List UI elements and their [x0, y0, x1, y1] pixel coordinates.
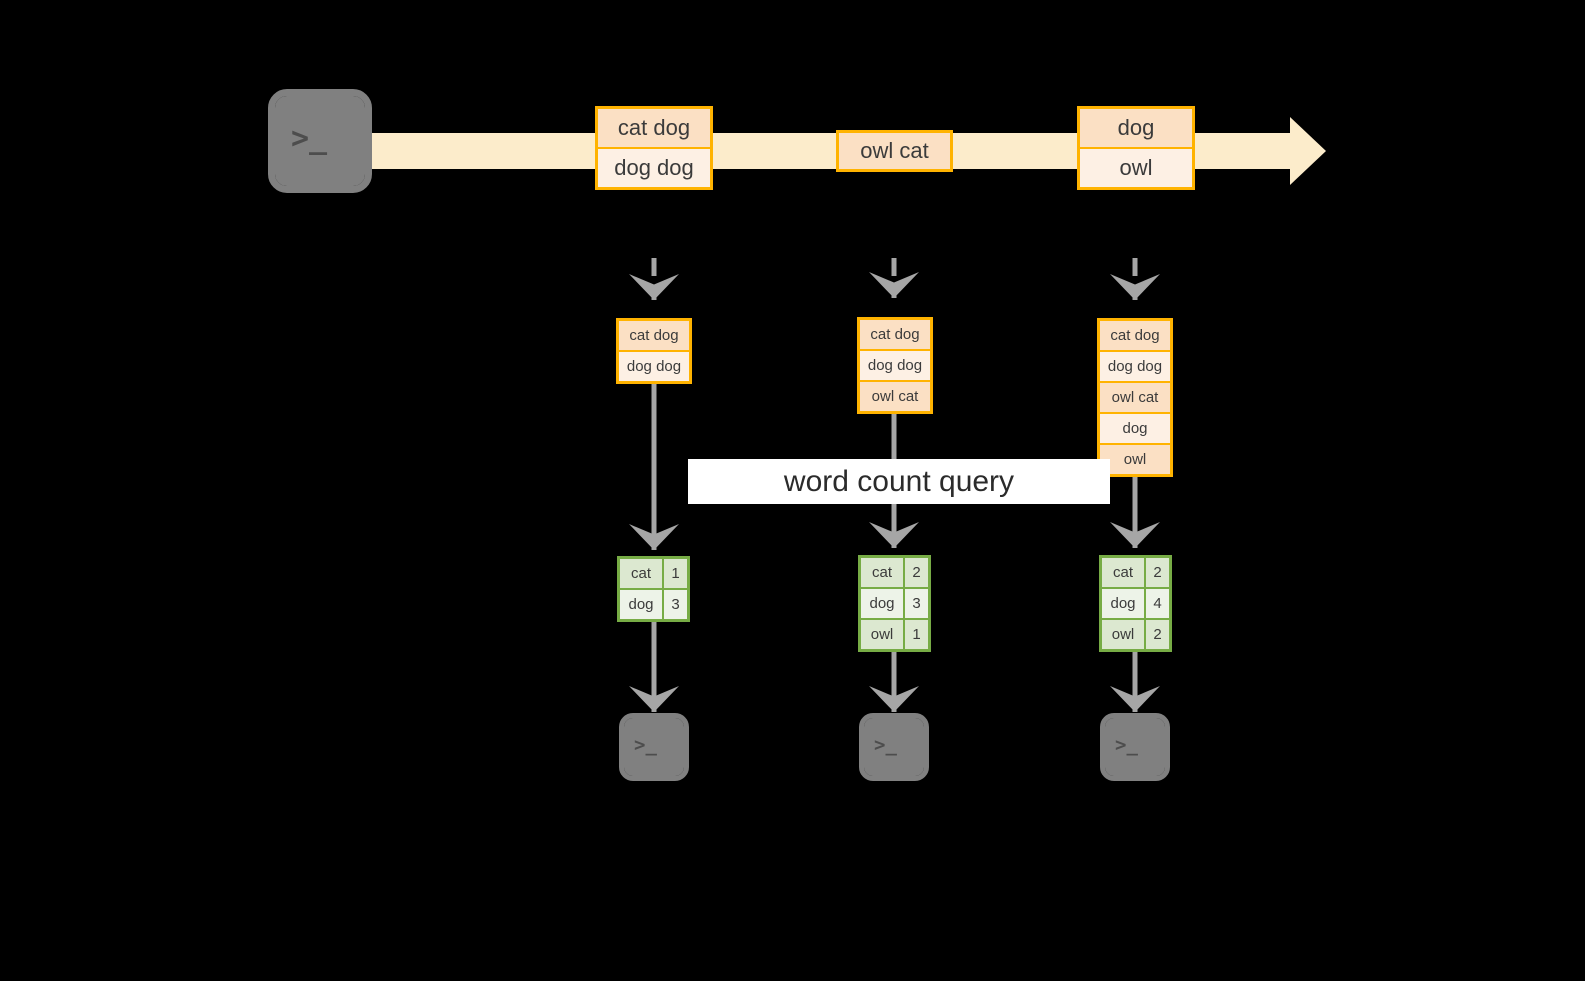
sink-terminal-icon-2[interactable]: >_ — [1099, 712, 1171, 782]
result-word-cell: owl — [1102, 620, 1146, 649]
table-row: dog 3 — [620, 590, 687, 619]
table-row: dog 3 — [861, 589, 928, 620]
stream-event-row: owl — [1080, 149, 1192, 187]
stream-event-group-0[interactable]: cat dog dog dog — [595, 106, 713, 190]
snapshot-input-row: cat dog — [860, 320, 930, 351]
result-word-cell: cat — [620, 559, 664, 588]
result-word-cell: dog — [1102, 589, 1146, 618]
result-word-cell: cat — [1102, 558, 1146, 587]
result-count-cell: 2 — [1146, 558, 1169, 587]
stream-event-row: dog — [1080, 109, 1192, 149]
table-row: dog 4 — [1102, 589, 1169, 620]
snapshot-input-stack-0[interactable]: cat dog dog dog — [616, 318, 692, 384]
result-table-2[interactable]: cat 2 dog 4 owl 2 — [1099, 555, 1172, 652]
table-row: owl 1 — [861, 620, 928, 649]
terminal-prompt-glyph: >_ — [874, 734, 897, 756]
snapshot-input-row: owl cat — [860, 382, 930, 411]
result-table-0[interactable]: cat 1 dog 3 — [617, 556, 690, 622]
source-terminal-icon[interactable]: >_ — [267, 88, 373, 194]
result-word-cell: dog — [620, 590, 664, 619]
snapshot-input-row: dog dog — [860, 351, 930, 382]
snapshot-input-row: owl cat — [1100, 383, 1170, 414]
stream-event-row: cat dog — [598, 109, 710, 149]
table-row: cat 2 — [1102, 558, 1169, 589]
result-count-cell: 1 — [664, 559, 687, 588]
result-count-cell: 1 — [905, 620, 928, 649]
stream-arrowhead — [1290, 117, 1326, 185]
snapshot-input-row: dog dog — [619, 352, 689, 381]
terminal-prompt-glyph: >_ — [291, 121, 328, 156]
table-row: cat 2 — [861, 558, 928, 589]
snapshot-input-row: cat dog — [619, 321, 689, 352]
result-table-1[interactable]: cat 2 dog 3 owl 1 — [858, 555, 931, 652]
stream-event-group-1[interactable]: owl cat — [836, 130, 953, 172]
snapshot-input-row: dog dog — [1100, 352, 1170, 383]
result-count-cell: 2 — [1146, 620, 1169, 649]
query-label-text: word count query — [783, 464, 1015, 498]
stream-event-row: owl cat — [839, 133, 950, 169]
terminal-prompt-glyph: >_ — [634, 734, 657, 756]
sink-terminal-icon-0[interactable]: >_ — [618, 712, 690, 782]
query-label-band: word count query — [688, 459, 1110, 504]
snapshot-input-row: cat dog — [1100, 321, 1170, 352]
result-count-cell: 3 — [664, 590, 687, 619]
snapshot-input-row: dog — [1100, 414, 1170, 445]
result-count-cell: 3 — [905, 589, 928, 618]
stream-event-group-2[interactable]: dog owl — [1077, 106, 1195, 190]
sink-terminal-icon-1[interactable]: >_ — [858, 712, 930, 782]
table-row: cat 1 — [620, 559, 687, 590]
result-count-cell: 2 — [905, 558, 928, 587]
stream-event-row: dog dog — [598, 149, 710, 187]
table-row: owl 2 — [1102, 620, 1169, 649]
result-word-cell: owl — [861, 620, 905, 649]
result-word-cell: cat — [861, 558, 905, 587]
snapshot-input-row: owl — [1100, 445, 1170, 474]
result-count-cell: 4 — [1146, 589, 1169, 618]
snapshot-input-stack-2[interactable]: cat dog dog dog owl cat dog owl — [1097, 318, 1173, 477]
snapshot-input-stack-1[interactable]: cat dog dog dog owl cat — [857, 317, 933, 414]
result-word-cell: dog — [861, 589, 905, 618]
terminal-prompt-glyph: >_ — [1115, 734, 1138, 756]
